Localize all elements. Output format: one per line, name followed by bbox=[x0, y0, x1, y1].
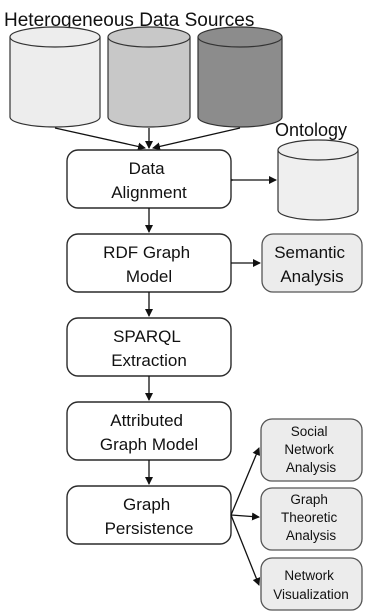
box-network-visualization-line-2: Visualization bbox=[273, 587, 349, 602]
source-arrows bbox=[54, 127, 241, 151]
box-sparql-extraction: SPARQL Extraction bbox=[66, 317, 232, 377]
box-semantic-analysis-text: Semantic Analysis bbox=[274, 243, 350, 286]
box-social-network-analysis: Social Network Analysis bbox=[260, 418, 363, 482]
box-network-visualization-text: Network Visualization bbox=[273, 568, 349, 602]
box-data-alignment-line-1: Data bbox=[129, 159, 165, 178]
box-data-alignment: Data Alignment bbox=[66, 149, 232, 209]
box-attributed-graph-model-line-2: Graph Model bbox=[100, 435, 198, 454]
arrow-persistence-to-social bbox=[230, 447, 260, 516]
box-graph-theoretic-analysis-shape bbox=[260, 487, 363, 551]
box-network-visualization: Network Visualization bbox=[260, 557, 363, 611]
data-source-cylinder-2 bbox=[107, 26, 191, 128]
arrow-source-1-to-alignment bbox=[54, 127, 146, 151]
box-sparql-extraction-line-2: Extraction bbox=[111, 351, 187, 370]
cylinder-1-top bbox=[9, 26, 101, 48]
box-graph-persistence-line-2: Persistence bbox=[105, 519, 194, 538]
box-attributed-graph-model-line-1: Attributed bbox=[110, 411, 183, 430]
cylinder-2-body bbox=[108, 37, 190, 117]
cylinder-2-top bbox=[107, 26, 191, 48]
box-attributed-graph-model: Attributed Graph Model bbox=[66, 401, 232, 461]
box-rdf-graph-model-line-1: RDF Graph bbox=[103, 243, 190, 262]
box-graph-theoretic-analysis-line-2: Theoretic bbox=[281, 510, 338, 525]
cylinder-3-top bbox=[197, 26, 283, 48]
ontology-label: Ontology bbox=[275, 120, 347, 140]
box-graph-persistence-text: Graph Persistence bbox=[105, 495, 194, 538]
box-semantic-analysis-line-2: Analysis bbox=[280, 267, 343, 286]
box-rdf-graph-model-line-2: Model bbox=[126, 267, 172, 286]
arrow-persistence-to-visualization bbox=[230, 514, 261, 586]
data-source-cylinder-3 bbox=[197, 26, 283, 128]
arrow-persistence-to-theoretic bbox=[230, 512, 260, 521]
data-source-cylinder-1 bbox=[9, 26, 101, 128]
ontology-cylinder bbox=[277, 139, 359, 221]
box-social-network-analysis-text: Social Network Analysis bbox=[284, 424, 337, 475]
box-graph-theoretic-analysis-line-1: Graph bbox=[290, 492, 328, 507]
box-rdf-graph-model: RDF Graph Model bbox=[66, 233, 232, 293]
box-social-network-analysis-line-2: Network bbox=[284, 442, 334, 457]
ontology-cylinder-bottom bbox=[277, 209, 359, 221]
box-sparql-extraction-line-1: SPARQL bbox=[113, 327, 180, 346]
box-social-network-analysis-line-3: Analysis bbox=[286, 460, 337, 475]
ontology-cylinder-top bbox=[277, 139, 359, 161]
cylinder-2-bottom bbox=[107, 116, 191, 128]
box-graph-theoretic-analysis-line-3: Analysis bbox=[286, 528, 337, 543]
box-graph-theoretic-analysis: Graph Theoretic Analysis bbox=[260, 487, 363, 551]
cylinder-1-body bbox=[10, 37, 100, 117]
box-graph-persistence-line-1: Graph bbox=[123, 495, 170, 514]
box-network-visualization-line-1: Network bbox=[284, 568, 334, 583]
cylinder-3-body bbox=[198, 37, 282, 117]
box-graph-theoretic-analysis-text: Graph Theoretic Analysis bbox=[281, 492, 341, 543]
box-network-visualization-shape bbox=[260, 557, 363, 611]
box-semantic-analysis: Semantic Analysis bbox=[261, 233, 363, 293]
box-attributed-graph-model-text: Attributed Graph Model bbox=[100, 411, 198, 454]
box-semantic-analysis-line-1: Semantic bbox=[274, 243, 345, 262]
box-sparql-extraction-text: SPARQL Extraction bbox=[111, 327, 187, 370]
box-social-network-analysis-line-1: Social bbox=[291, 424, 328, 439]
cylinder-1-bottom bbox=[9, 116, 101, 128]
persistence-arrows bbox=[230, 447, 261, 586]
box-data-alignment-text: Data Alignment bbox=[111, 159, 187, 202]
box-graph-persistence: Graph Persistence bbox=[66, 485, 232, 545]
data-source-cylinders bbox=[9, 26, 283, 128]
diagram-title: Heterogeneous Data Sources bbox=[4, 10, 254, 31]
arrow-source-3-to-alignment bbox=[152, 127, 241, 151]
box-social-network-analysis-shape bbox=[260, 418, 363, 482]
box-rdf-graph-model-text: RDF Graph Model bbox=[103, 243, 195, 286]
box-semantic-analysis-shape bbox=[261, 233, 363, 293]
cylinder-3-bottom bbox=[197, 116, 283, 128]
box-data-alignment-line-2: Alignment bbox=[111, 183, 187, 202]
